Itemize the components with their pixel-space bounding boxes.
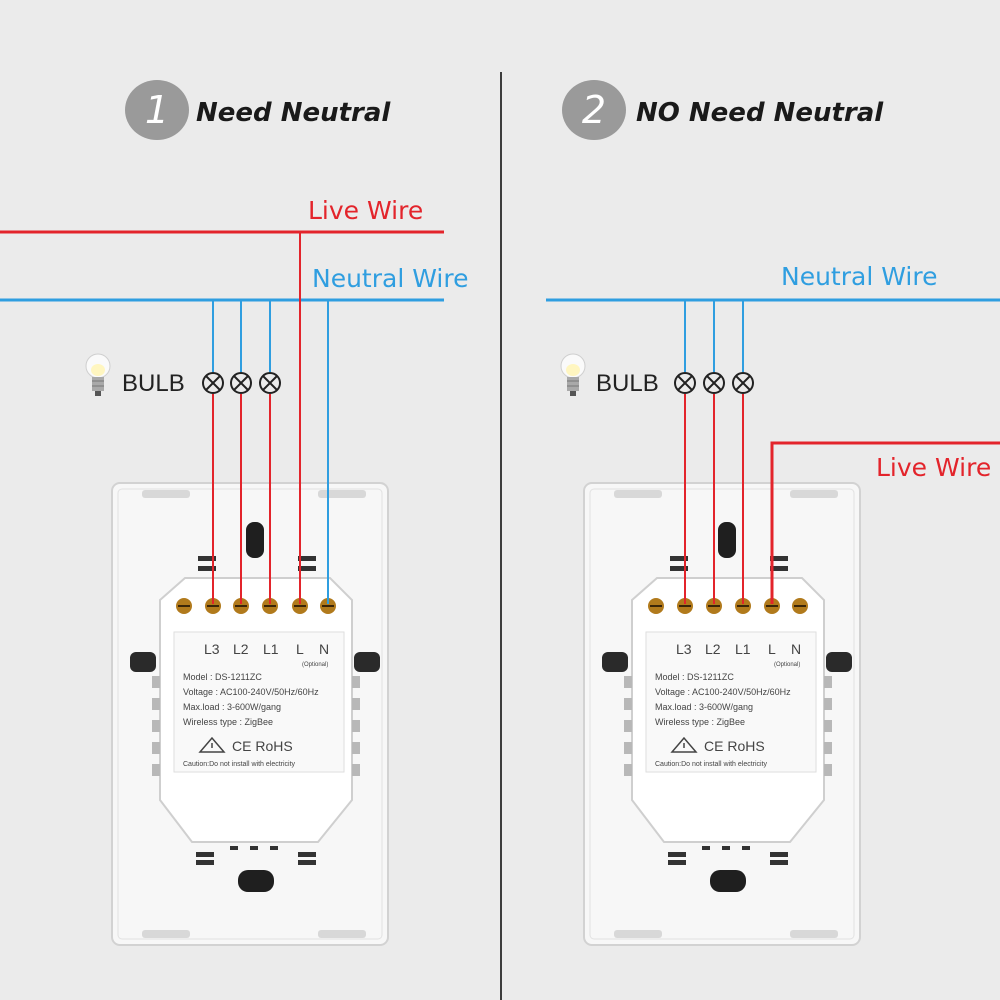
wiring-diagram-right: L3 L2 L1 L N (Optional) Model : DS-1211Z…: [546, 298, 1000, 946]
model-text: Model : DS-1211ZC: [655, 672, 734, 682]
panel-title-need-neutral: Need Neutral: [196, 98, 391, 128]
lightbulb-icon: [85, 353, 111, 396]
max-load-text: Max.load : 3-600W/gang: [183, 702, 281, 712]
terminal-label-l3: L3: [204, 641, 220, 657]
terminal-screws-left: [176, 598, 336, 614]
terminal-note: (Optional): [302, 662, 328, 668]
step-badge-2: 2: [562, 80, 626, 140]
voltage-text: Voltage : AC100-240V/50Hz/60Hz: [183, 687, 319, 697]
panel-title-no-need-neutral: NO Need Neutral: [636, 98, 884, 128]
panel-no-need-neutral: L3 L2 L1 L N (Optional) Model : DS-1211Z…: [500, 0, 1000, 1000]
terminal-note: (Optional): [774, 662, 800, 668]
wireless-text: Wireless type : ZigBee: [655, 717, 745, 727]
bulb-label: BULB: [596, 370, 659, 397]
terminal-label-l2: L2: [705, 641, 721, 657]
terminal-label-n: N: [319, 641, 329, 657]
live-wire-label: Live Wire: [308, 196, 424, 225]
neutral-wire-label: Neutral Wire: [312, 264, 469, 293]
warning-icon: [670, 736, 698, 753]
neutral-wire-label: Neutral Wire: [781, 262, 938, 291]
bulb-label: BULB: [122, 370, 185, 397]
max-load-text: Max.load : 3-600W/gang: [655, 702, 753, 712]
terminal-label-n: N: [791, 641, 801, 657]
switch-back-left: L3 L2 L1 L N (Optional) Model : DS-1211Z…: [111, 482, 389, 946]
terminal-screws-right: [648, 598, 808, 614]
caution-text: Caution:Do not install with electricity: [183, 761, 296, 768]
model-text: Model : DS-1211ZC: [183, 672, 262, 682]
terminal-label-l: L: [296, 641, 304, 657]
wires-right: [546, 298, 1000, 604]
certification-marks: CE RoHS: [704, 738, 765, 754]
terminal-label-l: L: [768, 641, 776, 657]
terminal-label-l2: L2: [233, 641, 249, 657]
caution-text: Caution:Do not install with electricity: [655, 761, 768, 768]
lamp-symbols-right: [674, 372, 754, 394]
wires-left: [0, 230, 444, 604]
warning-icon: [198, 736, 226, 753]
live-wire-label: Live Wire: [876, 453, 992, 482]
terminal-label-l1: L1: [263, 641, 279, 657]
voltage-text: Voltage : AC100-240V/50Hz/60Hz: [655, 687, 791, 697]
panel-need-neutral: L3 L2 L1 L N (Optional) Model : DS-1211Z…: [0, 80, 469, 946]
wireless-text: Wireless type : ZigBee: [183, 717, 273, 727]
terminal-label-l3: L3: [676, 641, 692, 657]
lamp-symbols-left: [202, 372, 281, 394]
step-badge-1: 1: [125, 80, 189, 140]
terminal-label-l1: L1: [735, 641, 751, 657]
lightbulb-icon: [560, 353, 586, 396]
panel-divider: [500, 72, 502, 1000]
wiring-diagram-left: L3 L2 L1 L N (Optional) Model : DS-1211Z…: [0, 230, 444, 946]
certification-marks: CE RoHS: [232, 738, 293, 754]
switch-back-right: L3 L2 L1 L N (Optional) Model : DS-1211Z…: [583, 482, 861, 946]
